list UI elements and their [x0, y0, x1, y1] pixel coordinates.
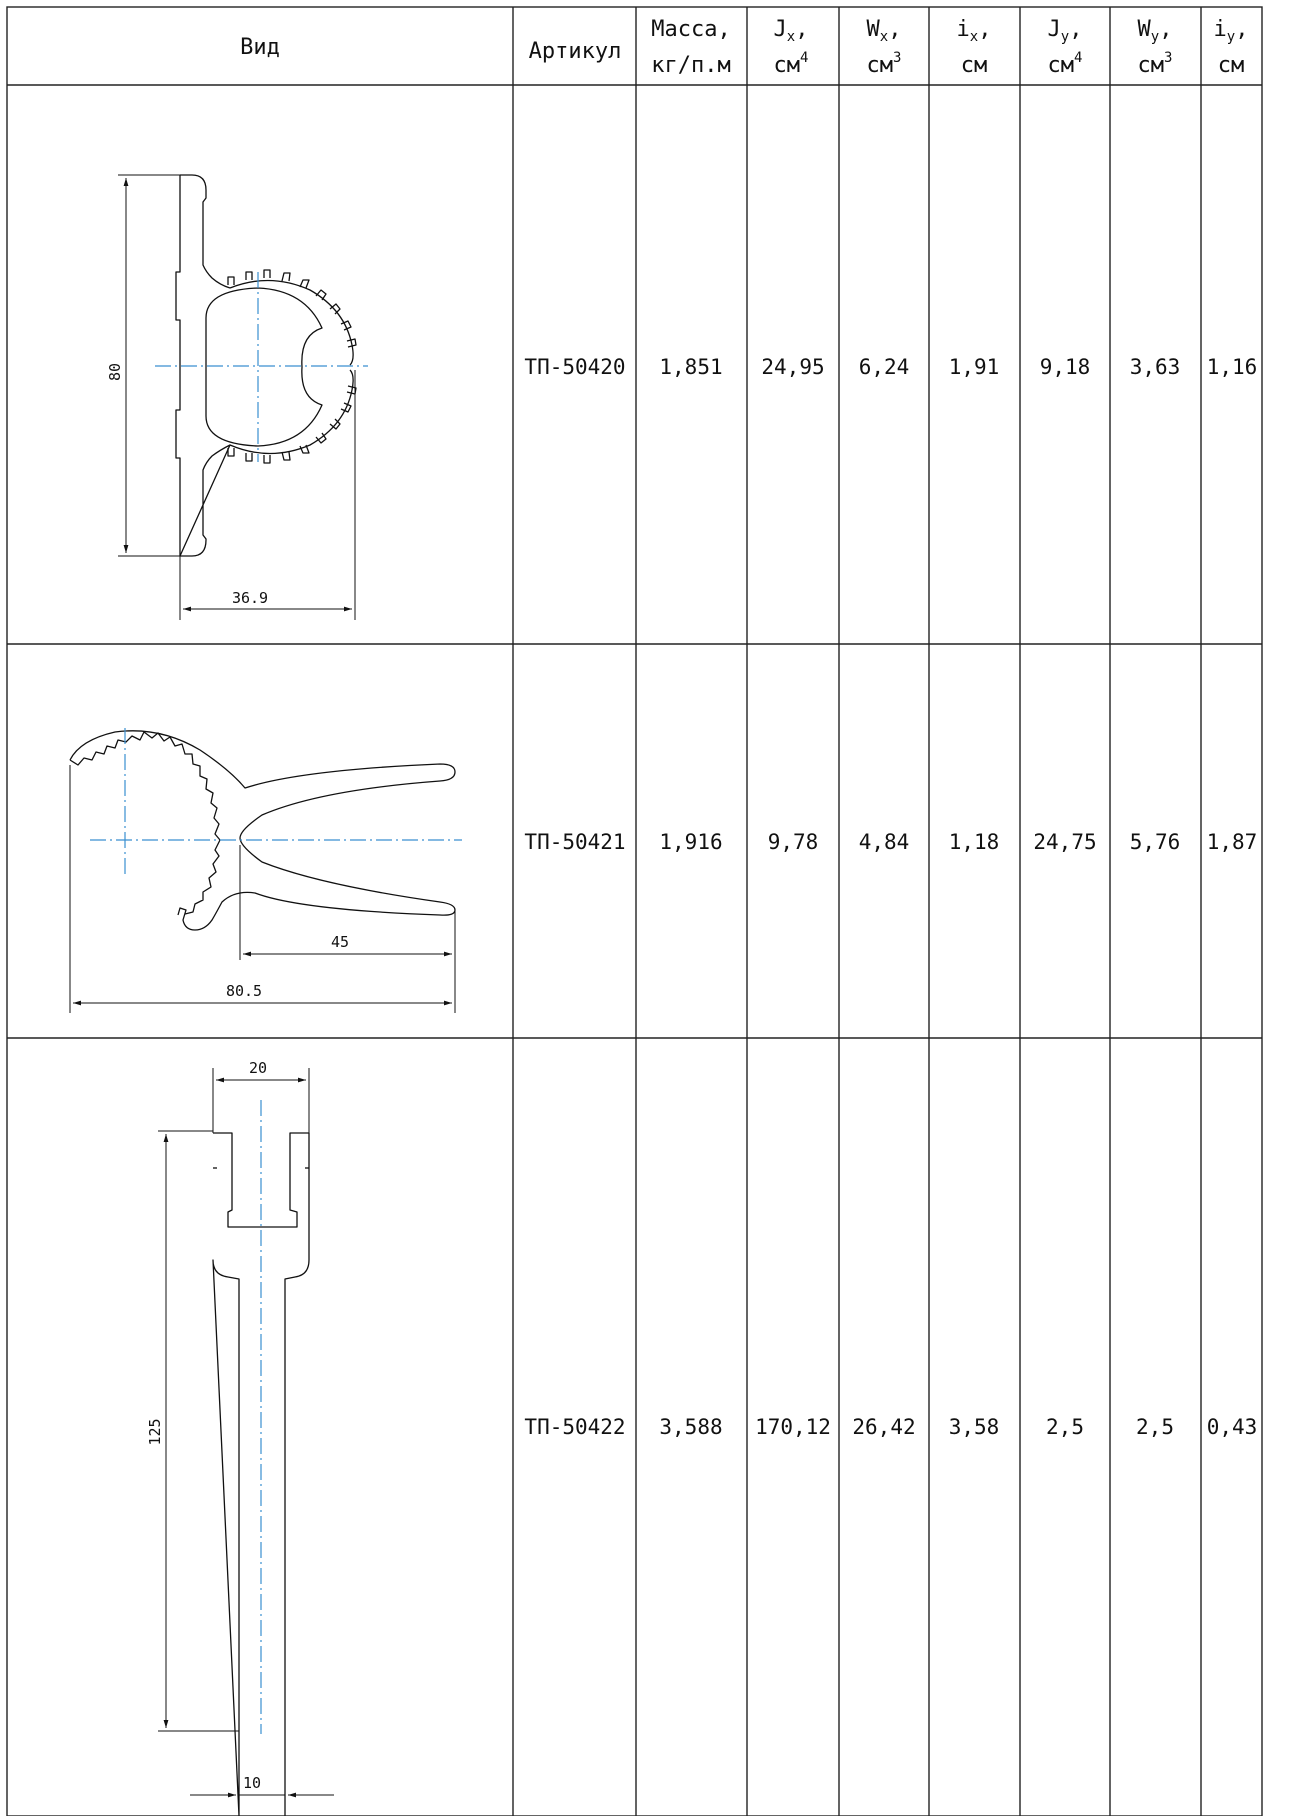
svg-text:Wy,: Wy,	[1138, 17, 1173, 45]
header-article: Артикул	[529, 39, 622, 64]
svg-text:iy,: iy,	[1214, 17, 1249, 45]
svg-text:см4: см4	[774, 50, 809, 78]
cell-mass: 3,588	[659, 1415, 722, 1439]
svg-text:см3: см3	[867, 50, 902, 78]
header-wx: Wx, см3	[867, 17, 902, 78]
header-jy: Jy, см4	[1048, 17, 1083, 78]
dim-width-label: 36.9	[232, 589, 268, 607]
header-iy: iy, см	[1214, 17, 1249, 78]
cell-wx: 6,24	[859, 355, 910, 379]
dim-height-label: 80	[106, 363, 124, 381]
header-mass-line2: кг/п.м	[651, 53, 730, 78]
cell-iy: 0,43	[1207, 1415, 1258, 1439]
svg-text:ix,: ix,	[957, 17, 992, 45]
header-wy: Wy, см3	[1138, 17, 1173, 78]
svg-text:см: см	[1218, 53, 1245, 78]
svg-text:Wx,: Wx,	[867, 17, 902, 45]
cell-jy: 2,5	[1046, 1415, 1084, 1439]
header-jx: Jx, см4	[774, 17, 809, 78]
svg-text:см4: см4	[1048, 50, 1083, 78]
cell-jx: 170,12	[755, 1415, 831, 1439]
cell-jy: 9,18	[1040, 355, 1091, 379]
cell-article: ТП-50422	[524, 1415, 625, 1439]
svg-text:см3: см3	[1138, 50, 1173, 78]
cell-jx: 9,78	[768, 830, 819, 854]
cell-article: ТП-50420	[524, 355, 625, 379]
profile-drawing-50422: 20 125 10	[146, 1059, 334, 1816]
cell-wx: 4,84	[859, 830, 910, 854]
cell-ix: 1,91	[949, 355, 1000, 379]
profile-drawing-50421: 45 80.5	[69, 728, 462, 1013]
dim-overall-label: 80.5	[226, 982, 262, 1000]
cell-wx: 26,42	[852, 1415, 915, 1439]
table-grid	[6, 6, 1263, 1816]
dim-top-label: 20	[249, 1059, 267, 1077]
table-row: ТП-50421 1,916 9,78 4,84 1,18 24,75 5,76…	[524, 830, 1257, 854]
cell-mass: 1,916	[659, 830, 722, 854]
profile-drawing-50420: 80 36.9	[106, 174, 368, 620]
cell-iy: 1,87	[1207, 830, 1258, 854]
cell-mass: 1,851	[659, 355, 722, 379]
cell-ix: 1,18	[949, 830, 1000, 854]
cell-article: ТП-50421	[524, 830, 625, 854]
cell-wy: 2,5	[1136, 1415, 1174, 1439]
header-mass-line1: Масса,	[651, 17, 730, 42]
table-header: Вид Артикул Масса, кг/п.м Jx, см4 Wx, см…	[240, 17, 1248, 78]
svg-text:Jy,: Jy,	[1048, 17, 1083, 45]
cell-wy: 5,76	[1130, 830, 1181, 854]
dim-stem-label: 10	[243, 1774, 261, 1792]
cell-wy: 3,63	[1130, 355, 1181, 379]
table-row: ТП-50420 1,851 24,95 6,24 1,91 9,18 3,63…	[524, 355, 1257, 379]
table-row: ТП-50422 3,588 170,12 26,42 3,58 2,5 2,5…	[524, 1415, 1257, 1439]
cell-jy: 24,75	[1033, 830, 1096, 854]
dim-inner-label: 45	[331, 933, 349, 951]
dim-height-label: 125	[146, 1418, 164, 1445]
header-ix: ix, см	[957, 17, 992, 78]
cell-ix: 3,58	[949, 1415, 1000, 1439]
svg-text:Jx,: Jx,	[774, 17, 809, 45]
header-view: Вид	[240, 35, 280, 60]
svg-text:см: см	[961, 53, 988, 78]
cell-iy: 1,16	[1207, 355, 1258, 379]
cell-jx: 24,95	[761, 355, 824, 379]
